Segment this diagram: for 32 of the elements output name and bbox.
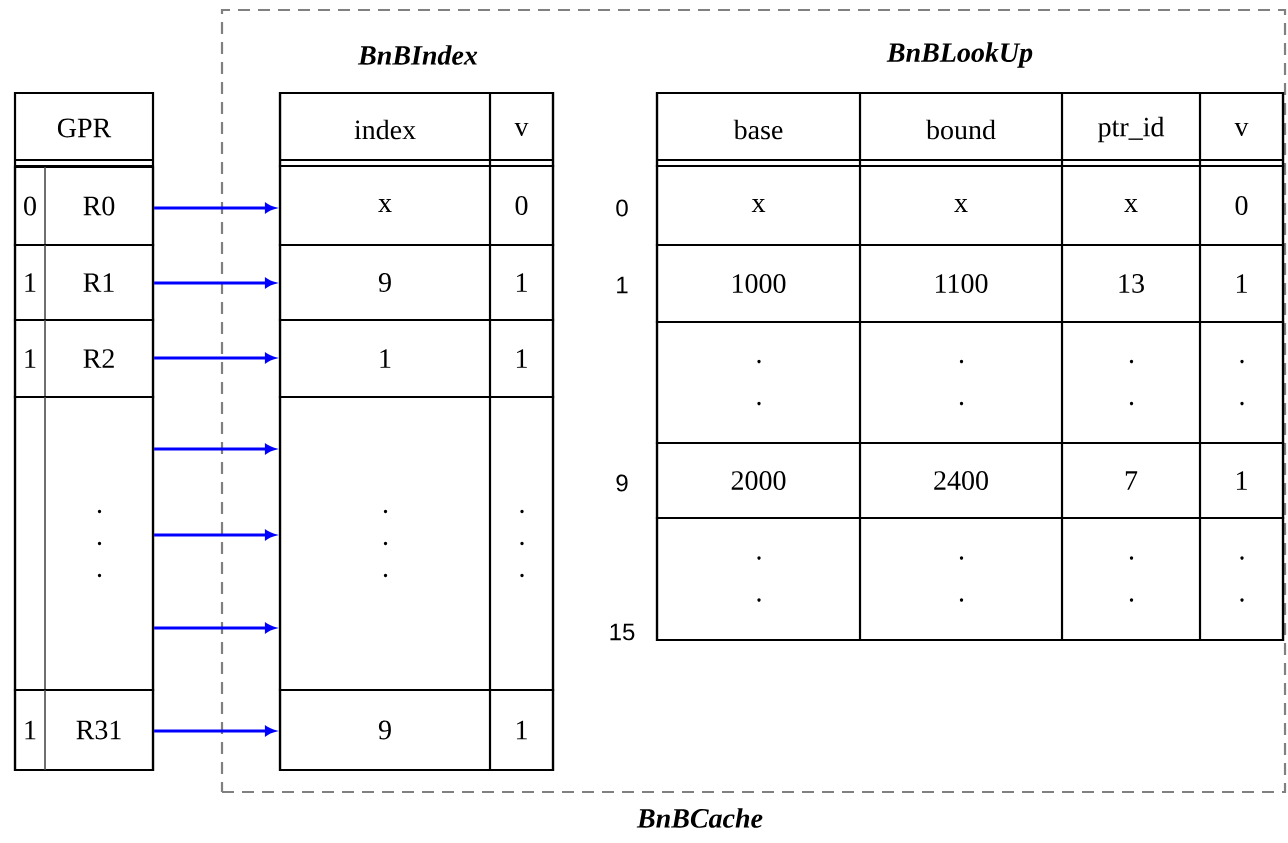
row-number: 9 [616, 474, 628, 492]
arrow [154, 726, 276, 736]
table-row: 9 1 [278, 688, 555, 772]
frame-title: BnBCache [636, 808, 763, 828]
row-number: 15 [610, 623, 635, 641]
table-row: 1 1 [278, 318, 555, 399]
table-title: BnBIndex [357, 45, 478, 65]
dashed-frame [220, 8, 1287, 794]
row-number: 1 [617, 276, 628, 294]
table-row: x x x 0 [655, 164, 1285, 247]
arrow [154, 623, 276, 633]
table-row: 2000 2400 7 1 [655, 441, 1285, 520]
table-header: index v [278, 91, 555, 168]
table-title: BnBLookUp [886, 42, 1033, 68]
table-header: base bound ptr_id v [655, 91, 1285, 168]
arrow [154, 530, 276, 540]
table-row: 0 R0 [13, 165, 155, 247]
arrow [154, 203, 276, 213]
table-row: 1 R31 [13, 688, 155, 772]
table-row: 1000 1100 13 1 [655, 243, 1285, 324]
row-number: 0 [616, 199, 628, 217]
table-row: . . . . . . . . [655, 516, 1285, 642]
arrow [154, 353, 276, 363]
arrow [154, 278, 276, 288]
table-row: 1 R2 [13, 318, 155, 399]
table-row: . . . . . . . . [655, 320, 1285, 445]
table-row: . . . [13, 395, 155, 692]
table-row: 9 1 [278, 243, 555, 322]
table-row: x 0 [278, 164, 555, 247]
table-row: 1 R1 [13, 243, 155, 322]
arrow [154, 444, 276, 454]
table-row: . . . . . . [278, 395, 555, 692]
